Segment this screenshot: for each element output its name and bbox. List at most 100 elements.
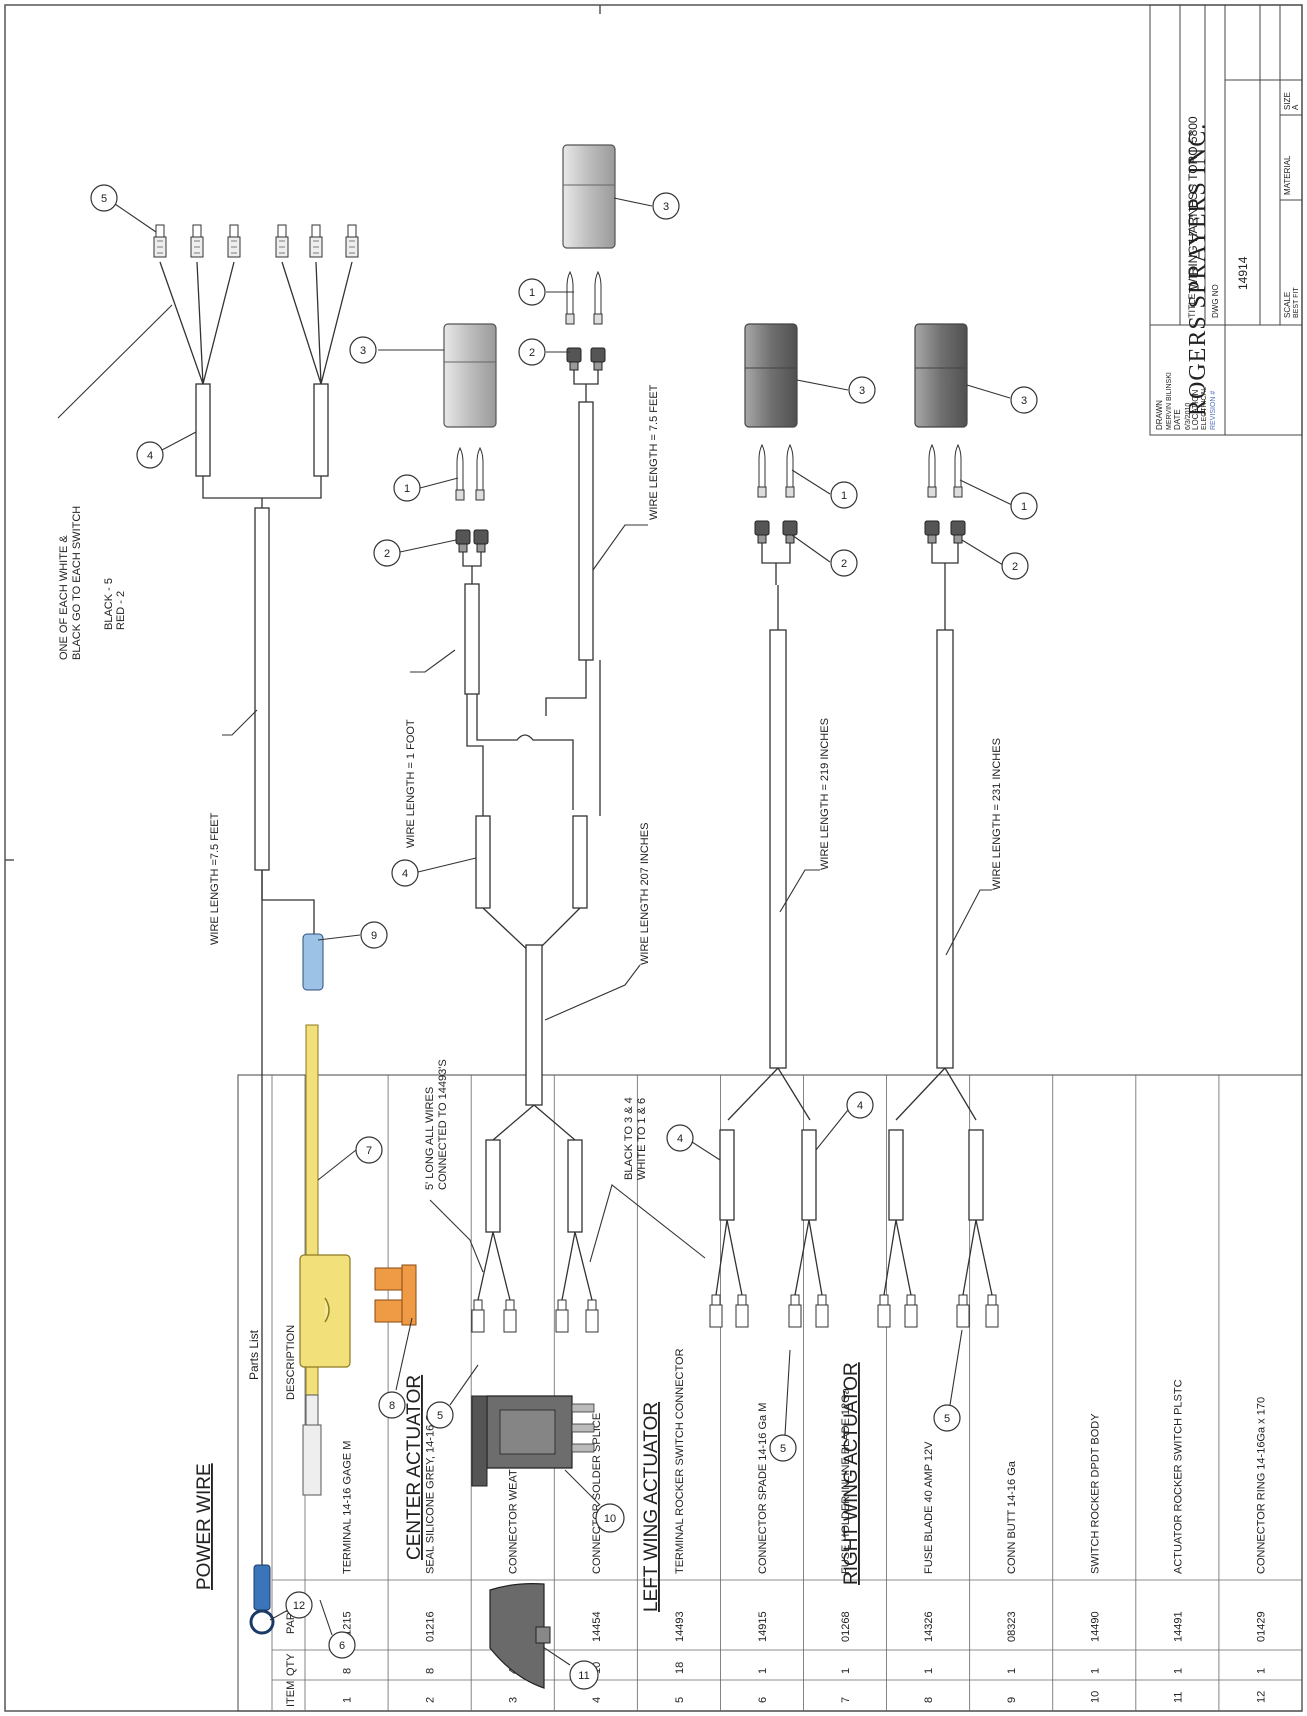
note-five-foot-line1: 5' LONG ALL WIRES (424, 1087, 436, 1190)
balloon-4-top: 4 (147, 450, 153, 462)
company-name: ROGERS SPRAYERS INC. (1185, 123, 1211, 416)
balloon-6: 6 (339, 1640, 345, 1652)
drawing-title: WIRING HARNESS TORO 5800 (1186, 116, 1200, 290)
balloon-2-mid: 2 (841, 558, 847, 570)
location-value: ELECTRICAL (1201, 387, 1208, 430)
note-black-white-line1: BLACK TO 3 & 4 (623, 1097, 635, 1180)
splice-4-left-b (572, 815, 588, 909)
parts-row-description: ACTUATOR ROCKER SWITCH PLSTC (1172, 1379, 1184, 1574)
dwg-number: 14914 (1236, 256, 1250, 290)
section-label-power-wire: POWER WIRE (194, 1463, 215, 1590)
drawn-label: DRAWN (1155, 400, 1164, 430)
parts-row-description: CONN BUTT 14-16 Ga (1006, 1460, 1018, 1574)
parts-row-part-number: 14326 (923, 1611, 935, 1642)
parts-row-qty: 1 (1006, 1668, 1018, 1674)
parts-row-qty: 1 (1172, 1668, 1184, 1674)
splice-4-right-b (968, 1129, 984, 1221)
parts-header-item: ITEM (285, 1681, 297, 1707)
balloon-3-mid: 3 (859, 385, 865, 397)
parts-row-qty: 8 (425, 1668, 437, 1674)
weatherpak-3-center (443, 323, 497, 428)
section-label-right-wing-actuator: RIGHT WING ACTUATOR (841, 1362, 862, 1585)
parts-row-qty: 1 (1255, 1668, 1267, 1674)
note-switch-line2: BLACK GO TO EACH SWITCH (71, 506, 83, 660)
ring-connector-12 (253, 1564, 271, 1611)
rocker-actuator-11 (489, 1583, 551, 1689)
note-red-count: RED - 2 (115, 591, 127, 630)
parts-row-qty: 1 (923, 1668, 935, 1674)
parts-header-description: DESCRIPTION (285, 1325, 297, 1400)
main-sleeve-207in (525, 944, 543, 1106)
spade-connector-6 (302, 1424, 322, 1496)
dwg-label: DWG NO (1211, 284, 1220, 318)
parts-row-item: 12 (1255, 1691, 1267, 1703)
drawn-by: MERVIN BILINSKI (1166, 372, 1173, 430)
power-wire-sleeve (254, 507, 270, 871)
parts-row-qty: 1 (757, 1668, 769, 1674)
weatherpak-3-right (914, 323, 968, 428)
balloon-1-right: 1 (1021, 501, 1027, 513)
parts-row-description: FUSE HOLDER INLINE BLADE 12Ga (840, 1387, 852, 1574)
balloon-4-left: 4 (402, 868, 408, 880)
note-jumper-length: WIRE LENGTH = 1 FOOT (405, 719, 417, 848)
item-balloons: 5 4 3 1 2 1 2 3 4 9 7 8 5 10 11 12 6 4 3… (90, 184, 1038, 1690)
parts-row-item: 2 (425, 1697, 437, 1703)
balloon-3-center: 3 (360, 345, 366, 357)
parts-row-item: 1 (342, 1697, 354, 1703)
scale-value: BEST FIT (1293, 287, 1300, 318)
parts-row-part-number: 01216 (425, 1611, 437, 1642)
balloon-5-right: 5 (944, 1413, 950, 1425)
title-block: ROGERS SPRAYERS INC. DRAWN MERVIN BILINS… (1149, 4, 1303, 436)
rocker-switch-10 (471, 1395, 595, 1487)
location-label: LOCATION (1191, 389, 1200, 430)
parts-row-part-number: 01429 (1255, 1611, 1267, 1642)
balloon-10: 10 (604, 1513, 616, 1525)
parts-row-description: CONNECTOR SOLDER SPLICE (591, 1413, 603, 1574)
parts-row-part-number: 08323 (1006, 1611, 1018, 1642)
butt-connector-9 (302, 933, 324, 991)
parts-row-item: 3 (508, 1697, 520, 1703)
title-label: TITLE (1187, 293, 1197, 318)
parts-row-item: 10 (1089, 1691, 1101, 1703)
note-black-white-line2: WHITE TO 1 & 6 (636, 1098, 648, 1180)
parts-row-item: 7 (840, 1697, 852, 1703)
balloon-2-center: 2 (384, 548, 390, 560)
scale-label: SCALE (1283, 292, 1292, 318)
note-five-foot-line2: CONNECTED TO 14493'S (437, 1059, 449, 1190)
parts-row-description: SEAL SILICONE GREY, 14-16 Ga (425, 1406, 437, 1574)
parts-row-part-number: 14490 (1089, 1611, 1101, 1642)
weatherpak-3-mid (744, 323, 798, 428)
parts-row-qty: 1 (1089, 1668, 1101, 1674)
left-arm-7-5-ft (562, 144, 616, 661)
splice-4-top-b (313, 383, 329, 477)
section-label-left-wing-actuator: LEFT WING ACTUATOR (641, 1402, 662, 1612)
note-main-length: WIRE LENGTH 207 INCHES (639, 823, 651, 965)
balloon-3-left-arm: 3 (663, 201, 669, 213)
parts-row-item: 6 (757, 1697, 769, 1703)
parts-row-description: FUSE BLADE 40 AMP 12V (923, 1441, 935, 1574)
parts-row-description: TERMINAL ROCKER SWITCH CONNECTOR (674, 1348, 686, 1574)
size-value: A (1291, 104, 1300, 110)
arm-sleeve-7-5ft (578, 401, 594, 661)
parts-row-description: SWITCH ROCKER DPDT BODY (1089, 1413, 1101, 1574)
balloon-4-center-splice: 4 (677, 1133, 683, 1145)
arm-sleeve-1ft (464, 583, 480, 695)
note-switch-line1: ONE OF EACH WHITE & (58, 535, 70, 660)
wing-harness-219in (709, 323, 829, 1328)
balloon-1-left-arm: 1 (529, 287, 535, 299)
power-wire-harness (153, 224, 417, 1635)
date-label: DATE (1173, 409, 1182, 430)
splice-4-mid-a (719, 1129, 735, 1221)
parts-row-qty: 18 (674, 1662, 686, 1674)
note-219-length: WIRE LENGTH = 219 INCHES (819, 718, 831, 870)
balloon-1-center: 1 (404, 483, 410, 495)
section-label-center-actuator: CENTER ACTUATOR (404, 1375, 425, 1560)
weatherpak-3-top (562, 144, 616, 249)
balloon-4-mid: 4 (857, 1100, 863, 1112)
wing-sleeve-219in (769, 629, 787, 1069)
parts-header-qty: QTY (285, 1653, 297, 1676)
ring-connector-eye (249, 1609, 275, 1635)
splice-4-top-a (195, 383, 211, 477)
balloon-8: 8 (389, 1400, 395, 1412)
splice-4-left-a (475, 815, 491, 909)
